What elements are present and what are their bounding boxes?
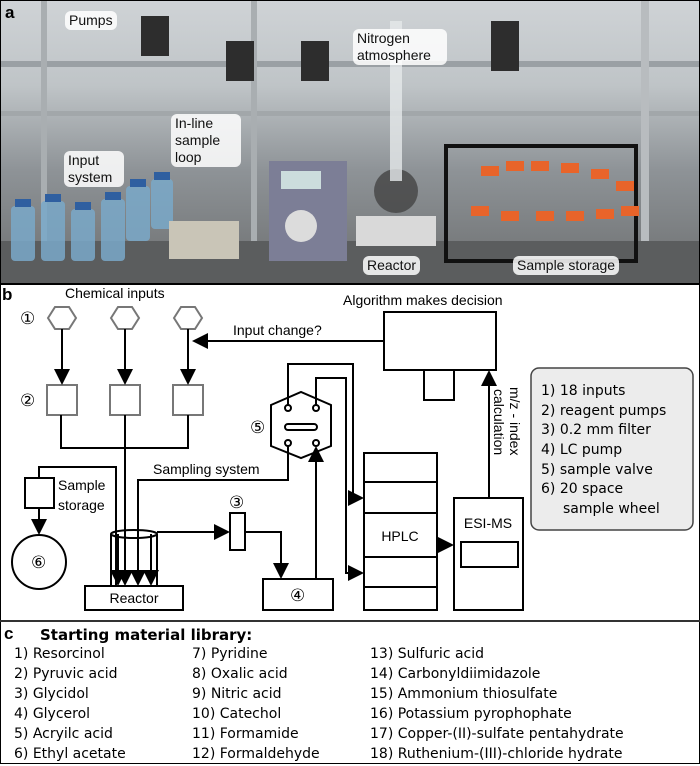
library-item: 9) Nitric acid <box>192 686 282 702</box>
library-item: 7) Pyridine <box>192 646 268 662</box>
photo-label-nitrogen: Nitrogen atmosphere <box>353 29 447 65</box>
mz-label-2: calculation <box>491 389 507 455</box>
computer-box <box>423 369 455 401</box>
photo-label-sample-storage: Sample storage <box>513 256 620 275</box>
lab-setup-photo: Pumps Nitrogen atmosphere In-line sample… <box>1 1 699 283</box>
photo-illustration <box>1 1 699 283</box>
input-hexagon <box>109 306 141 330</box>
photo-label-sample-loop: In-line sample loop <box>171 114 241 167</box>
input-hexagon <box>46 306 78 330</box>
library-column-3: 13) Sulfuric acid 14) Carbonyldiimidazol… <box>370 644 624 764</box>
library-column-1: 1) Resorcinol 2) Pyruvic acid 3) Glycido… <box>14 644 126 764</box>
sample-wheel <box>11 534 67 590</box>
library-item: 1) Resorcinol <box>14 646 105 662</box>
legend-item: 6) 20 space <box>541 481 623 497</box>
photo-label-input-system: Input system <box>64 151 124 187</box>
library-item: 18) Ruthenium-(III)-chloride hydrate <box>370 746 623 762</box>
library-item: 8) Oxalic acid <box>192 666 288 682</box>
hplc-label: HPLC <box>381 528 418 544</box>
marker-5: ⑤ <box>250 418 265 437</box>
esi-ms-label: ESI-MS <box>464 515 512 531</box>
library-item: 12) Formaldehyde <box>192 746 320 762</box>
reactor-label: Reactor <box>109 590 158 606</box>
reagent-pump-box <box>46 384 78 416</box>
marker-1: ① <box>20 309 35 328</box>
legend-item: 3) 0.2 mm filter <box>541 422 651 438</box>
photo-label-pumps: Pumps <box>65 11 117 30</box>
library-item: 16) Potassium pyrophophate <box>370 706 572 722</box>
input-hexagon <box>172 306 204 330</box>
lc-pump-box <box>262 578 334 611</box>
library-item: 14) Carbonyldiimidazole <box>370 666 541 682</box>
workflow-diagram: b Chemical inputs Algorithm makes decisi… <box>0 283 700 611</box>
legend-item: 2) reagent pumps <box>541 403 666 419</box>
starting-material-library: c Starting material library: 1) Resorcin… <box>0 620 700 766</box>
legend-item: 4) LC pump <box>541 442 622 458</box>
library-title: Starting material library: <box>40 626 253 644</box>
photo-label-reactor: Reactor <box>363 256 421 275</box>
reactor-box <box>84 585 184 611</box>
library-column-2: 7) Pyridine 8) Oxalic acid 9) Nitric aci… <box>192 644 320 764</box>
marker-2: ② <box>20 391 35 410</box>
sample-valve <box>270 390 332 460</box>
legend-item: sample wheel <box>563 501 660 517</box>
legend-box: 1) 18 inputs 2) reagent pumps 3) 0.2 mm … <box>530 367 694 531</box>
library-item: 11) Formamide <box>192 726 299 742</box>
library-item: 2) Pyruvic acid <box>14 666 118 682</box>
mz-label-1: m/z - index <box>507 387 523 455</box>
panel-letter-a: a <box>5 3 15 22</box>
library-item: 17) Copper-(II)-sulfate pentahydrate <box>370 726 624 742</box>
panel-letter-c: c <box>4 624 14 643</box>
marker-6: ⑥ <box>31 553 46 572</box>
algorithm-box <box>383 311 497 371</box>
library-item: 15) Ammonium thiosulfate <box>370 686 558 702</box>
sample-storage-label-2: storage <box>58 497 105 513</box>
filter <box>229 512 246 551</box>
library-item: 3) Glycidol <box>14 686 89 702</box>
hplc-box <box>363 452 438 611</box>
sampling-system-label: Sampling system <box>153 461 260 477</box>
reagent-pump-box <box>172 384 204 416</box>
library-item: 5) Acryilc acid <box>14 726 113 742</box>
chemical-inputs-label: Chemical inputs <box>65 285 165 301</box>
esi-ms-box <box>453 497 524 611</box>
library-item: 10) Catechol <box>192 706 282 722</box>
sample-storage-box <box>24 477 55 509</box>
sample-storage-label-1: Sample <box>58 477 106 493</box>
input-change-label: Input change? <box>233 322 322 338</box>
legend-item: 5) sample valve <box>541 462 653 478</box>
marker-4: ④ <box>290 586 305 605</box>
panel-letter-b: b <box>2 285 12 304</box>
marker-3: ③ <box>229 493 244 512</box>
legend-item: 1) 18 inputs <box>541 383 625 399</box>
library-item: 4) Glycerol <box>14 706 91 722</box>
library-item: 13) Sulfuric acid <box>370 646 485 662</box>
reagent-pump-box <box>109 384 141 416</box>
library-item: 6) Ethyl acetate <box>14 746 126 762</box>
algorithm-label: Algorithm makes decision <box>343 292 503 308</box>
